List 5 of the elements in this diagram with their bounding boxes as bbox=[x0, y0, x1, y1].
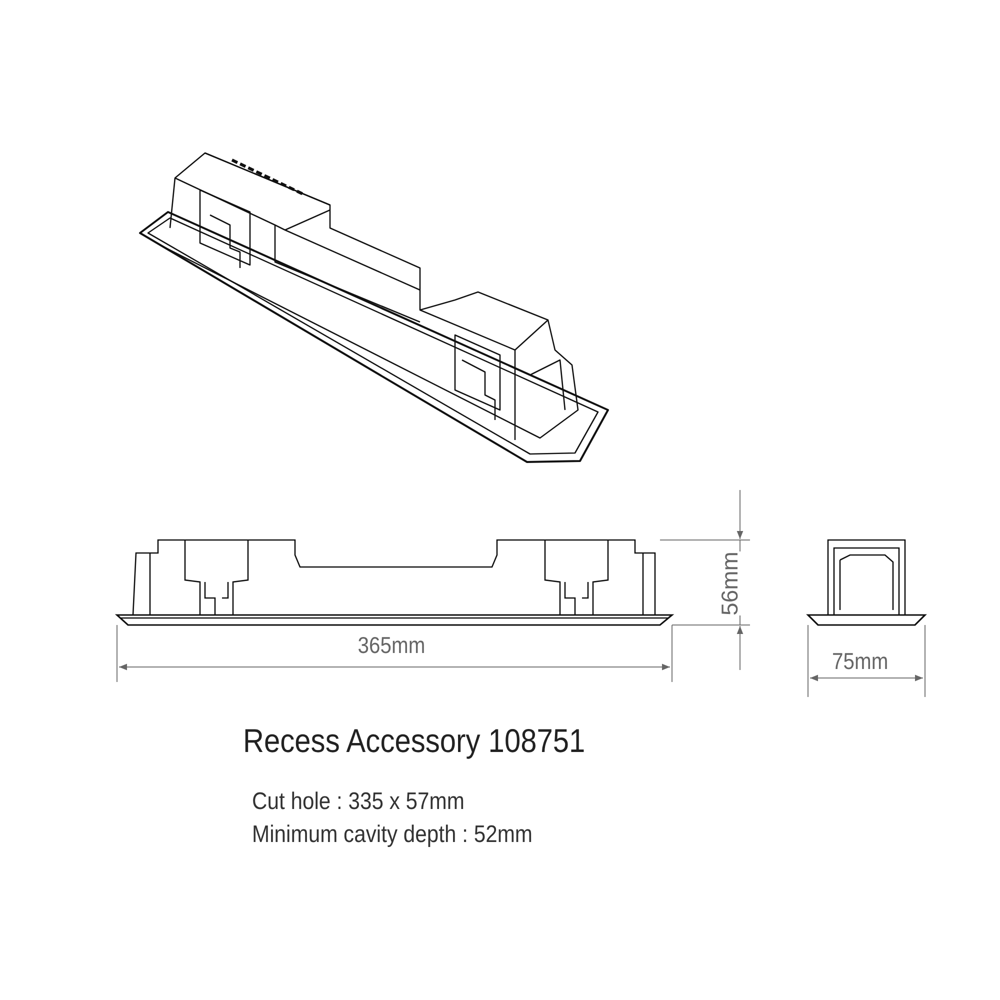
dimension-label: 56mm bbox=[718, 552, 742, 616]
note-text: Minimum cavity depth : 52mm bbox=[252, 823, 533, 847]
title: Recess Accessory 108751 bbox=[243, 724, 586, 757]
dimension-label: 75mm bbox=[832, 650, 888, 673]
note-text: Cut hole : 335 x 57mm bbox=[252, 790, 464, 814]
